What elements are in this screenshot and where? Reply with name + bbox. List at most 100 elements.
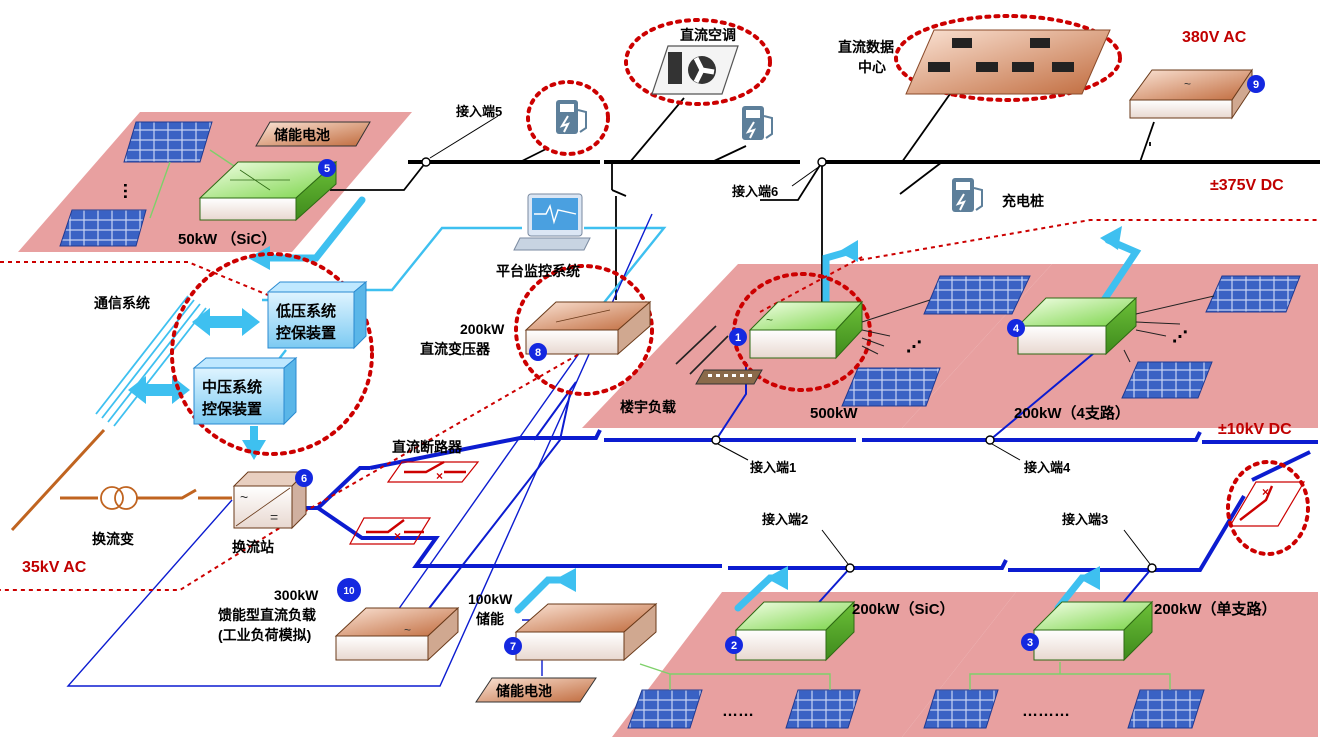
label-lv-protect-1: 低压系统 xyxy=(275,302,336,320)
dots-pv-500k: ⋰ xyxy=(906,339,922,356)
label-pv-500k: 500kW xyxy=(810,405,858,422)
label-dc-ac: 直流空调 xyxy=(680,27,736,43)
label-pv-50k: 50kW （SiC） xyxy=(178,230,276,248)
charging-pile-icon xyxy=(952,178,983,212)
dc-breaker-3[interactable]: × xyxy=(1228,481,1306,527)
converter-380v-ac: ~ xyxy=(1129,68,1253,120)
label-conv-station: 换流站 xyxy=(232,539,274,555)
label-dc-datacenter-2: 中心 xyxy=(858,59,886,75)
svg-text:5: 5 xyxy=(324,163,330,175)
converter-1: ~ xyxy=(748,299,931,360)
svg-text:×: × xyxy=(394,529,401,543)
dots-pv-50k: … xyxy=(120,182,140,200)
svg-text:1: 1 xyxy=(735,332,741,344)
converter-5 xyxy=(198,160,338,222)
badge-5: 5 xyxy=(318,159,336,177)
label-comm-system: 通信系统 xyxy=(94,295,150,311)
svg-text:~: ~ xyxy=(1184,77,1191,91)
dc375-branches xyxy=(330,93,1155,325)
label-mv-protect-1: 中压系统 xyxy=(202,378,262,396)
label-lv-protect-2: 控保装置 xyxy=(276,324,336,342)
label-dc-transformer-1: 200kW xyxy=(460,321,505,337)
building-load-icon xyxy=(675,325,763,385)
dots-pv-200k-single: ……… xyxy=(1022,703,1070,720)
ac35k-line xyxy=(10,428,232,532)
converter-3 xyxy=(1032,600,1154,662)
badge-8: 8 xyxy=(529,343,547,361)
charging-pile-icon xyxy=(742,106,773,140)
svg-text:8: 8 xyxy=(535,347,541,359)
mv-control-box xyxy=(192,356,298,426)
port-nodes xyxy=(421,157,1157,573)
label-dc-transformer-2: 直流变压器 xyxy=(420,341,491,357)
platform-pv-200k-sic xyxy=(612,592,1016,737)
label-pv-200k-single: 200kW（单支路） xyxy=(1154,600,1277,618)
label-ac380: 380V AC xyxy=(1182,29,1247,46)
label-charging-pile: 充电桩 xyxy=(1002,193,1044,209)
svg-text:×: × xyxy=(436,469,443,483)
svg-text:9: 9 xyxy=(1253,79,1259,91)
badge-1: 1 xyxy=(729,328,747,346)
label-building-load: 楼宇负载 xyxy=(620,399,676,415)
dots-pv-200k-sic: …… xyxy=(722,703,754,720)
dc10k-bus xyxy=(300,429,1318,572)
svg-text:3: 3 xyxy=(1027,637,1033,649)
dc-data-center xyxy=(905,29,1111,95)
dc-breaker[interactable]: × xyxy=(386,460,480,483)
svg-text:4: 4 xyxy=(1013,323,1020,335)
badge-4: 4 xyxy=(1007,319,1025,337)
badge-6: 6 xyxy=(295,469,313,487)
label-pv-200k-4: 200kW（4支路） xyxy=(1014,404,1130,422)
label-storage-2: 储能 xyxy=(475,611,504,627)
label-dc10k: ±10kV DC xyxy=(1218,421,1292,438)
label-mv-protect-2: 控保装置 xyxy=(202,400,262,418)
label-port2: 接入端2 xyxy=(762,512,808,527)
storage-converter xyxy=(514,602,658,662)
label-port5: 接入端5 xyxy=(456,104,502,119)
label-battery-bottom: 储能电池 xyxy=(495,683,552,699)
dc-transformer xyxy=(524,300,652,356)
power-flow-arrowheads xyxy=(248,226,1122,592)
monitor-icon xyxy=(513,193,591,251)
label-port6: 接入端6 xyxy=(732,184,778,199)
badge-10: 10 xyxy=(337,578,361,602)
platform-pv-200k-single xyxy=(902,592,1318,737)
badge-2: 2 xyxy=(725,636,743,654)
badge-9: 9 xyxy=(1247,75,1265,93)
label-feed-load-2: 馈能型直流负载 xyxy=(218,607,316,623)
converter-station: ~ = xyxy=(232,470,308,530)
svg-text:=: = xyxy=(270,509,278,525)
badge-7: 7 xyxy=(504,637,522,655)
label-pv-200k-sic: 200kW（SiC） xyxy=(852,600,955,618)
label-monitor: 平台监控系统 xyxy=(496,263,580,279)
port-leaders xyxy=(429,115,1151,565)
feedback-dc-load: ~ xyxy=(334,606,460,662)
svg-text:×: × xyxy=(1262,485,1269,499)
label-port1: 接入端1 xyxy=(750,460,796,475)
label-feed-load-1: 300kW xyxy=(274,587,319,603)
label-port3: 接入端3 xyxy=(1062,512,1108,527)
dc-breaker-2[interactable]: × xyxy=(348,517,432,545)
svg-text:10: 10 xyxy=(343,586,355,597)
solar-panel xyxy=(59,121,1301,729)
lv-control-box xyxy=(266,280,368,350)
badge-3: 3 xyxy=(1021,633,1039,651)
label-dc-breaker: 直流断路器 xyxy=(392,439,463,455)
converter-4 xyxy=(1016,295,1215,363)
charging-pile-icon xyxy=(556,100,587,134)
label-conv-transformer: 换流变 xyxy=(92,531,134,547)
battery-storage-top xyxy=(255,121,371,147)
svg-text:7: 7 xyxy=(510,641,516,653)
label-storage-1: 100kW xyxy=(468,591,513,607)
comm-system-bundle xyxy=(95,295,207,427)
label-dc-datacenter-1: 直流数据 xyxy=(838,39,894,55)
svg-text:~: ~ xyxy=(240,489,248,505)
dots-pv-200k-4: ⋰ xyxy=(1172,329,1188,346)
label-battery-top: 储能电池 xyxy=(273,127,330,143)
label-port4: 接入端4 xyxy=(1024,460,1071,475)
label-ac35k: 35kV AC xyxy=(22,559,87,576)
comm-arrows xyxy=(128,308,266,460)
svg-text:~: ~ xyxy=(404,623,411,637)
